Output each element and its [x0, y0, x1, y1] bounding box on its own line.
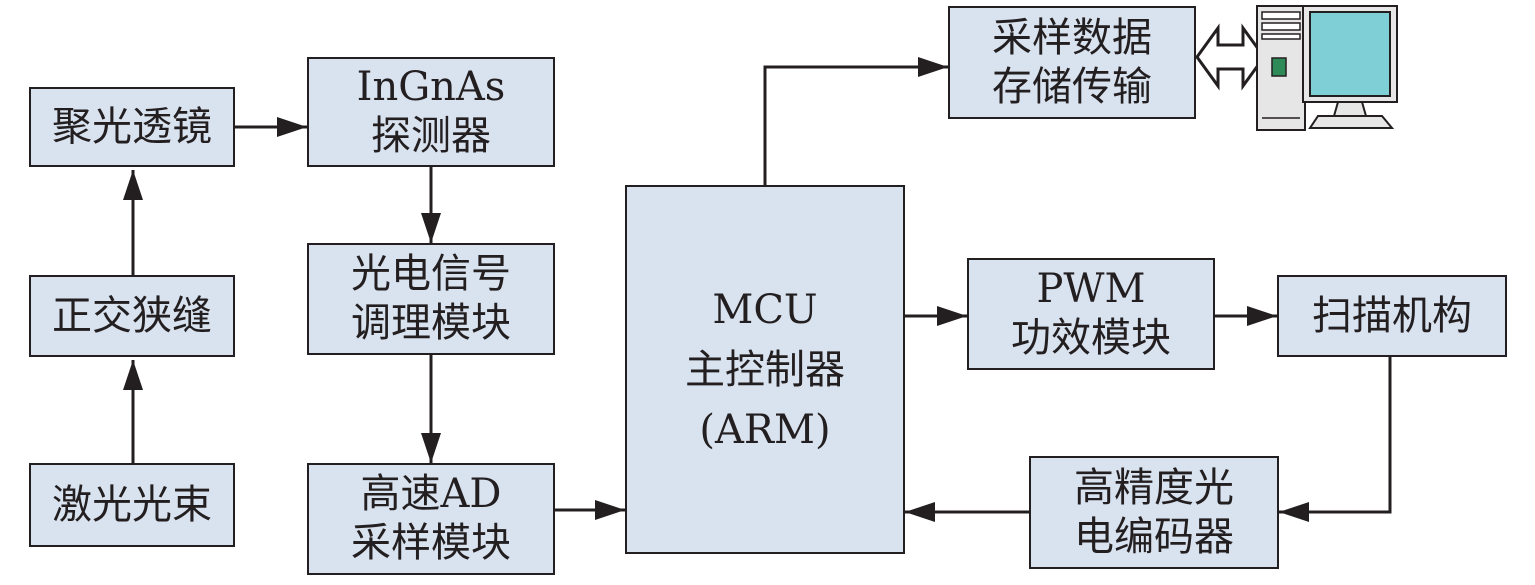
laser-label: 激光光束 — [52, 481, 212, 528]
scanner-box: 扫描机构 — [1277, 275, 1507, 357]
adc-box: 高速AD 采样模块 — [307, 463, 555, 575]
conditioning-box: 光电信号 调理模块 — [307, 243, 555, 355]
slit-box: 正交狭缝 — [29, 275, 235, 357]
encoder-label-line2: 电编码器 — [1074, 513, 1234, 560]
arrow-scanner-to-encoder — [1279, 357, 1392, 522]
storage-box: 采样数据 存储传输 — [948, 6, 1196, 119]
encoder-box: 高精度光 电编码器 — [1029, 456, 1279, 569]
pwm-label-line1: PWM — [1036, 266, 1146, 313]
lens-box: 聚光透镜 — [29, 87, 235, 167]
adc-label-line1: 高速AD — [360, 471, 502, 518]
slit-label: 正交狭缝 — [52, 292, 212, 339]
scanner-label: 扫描机构 — [1312, 292, 1472, 339]
laser-box: 激光光束 — [29, 463, 235, 547]
pwm-box: PWM 功效模块 — [967, 258, 1215, 370]
pwm-label-line2: 功效模块 — [1011, 315, 1171, 361]
adc-label-line2: 采样模块 — [351, 520, 511, 566]
desktop-computer-icon — [1256, 5, 1398, 131]
conditioning-label-line2: 调理模块 — [351, 300, 511, 346]
pc-monitor — [1302, 5, 1398, 129]
encoder-label-line1: 高精度光 — [1074, 464, 1234, 511]
pc-tower — [1256, 5, 1306, 131]
detector-label-line1: InGnAs — [356, 64, 506, 111]
mcu-label-line3: (ARM) — [699, 406, 831, 453]
mcu-label-line1: MCU — [712, 286, 818, 333]
mcu-box: MCU 主控制器 (ARM) — [625, 185, 905, 554]
mcu-label-line2: 主控制器 — [685, 346, 845, 393]
double-arrow-icon — [1195, 23, 1266, 91]
arrow-mcu-to-storage — [763, 57, 948, 185]
detector-label-line2: 探测器 — [371, 113, 491, 159]
lens-label: 聚光透镜 — [52, 103, 212, 150]
conditioning-label-line1: 光电信号 — [351, 251, 511, 298]
storage-label-line1: 采样数据 — [992, 14, 1152, 61]
detector-box: InGnAs 探测器 — [307, 57, 555, 167]
storage-label-line2: 存储传输 — [992, 63, 1152, 110]
